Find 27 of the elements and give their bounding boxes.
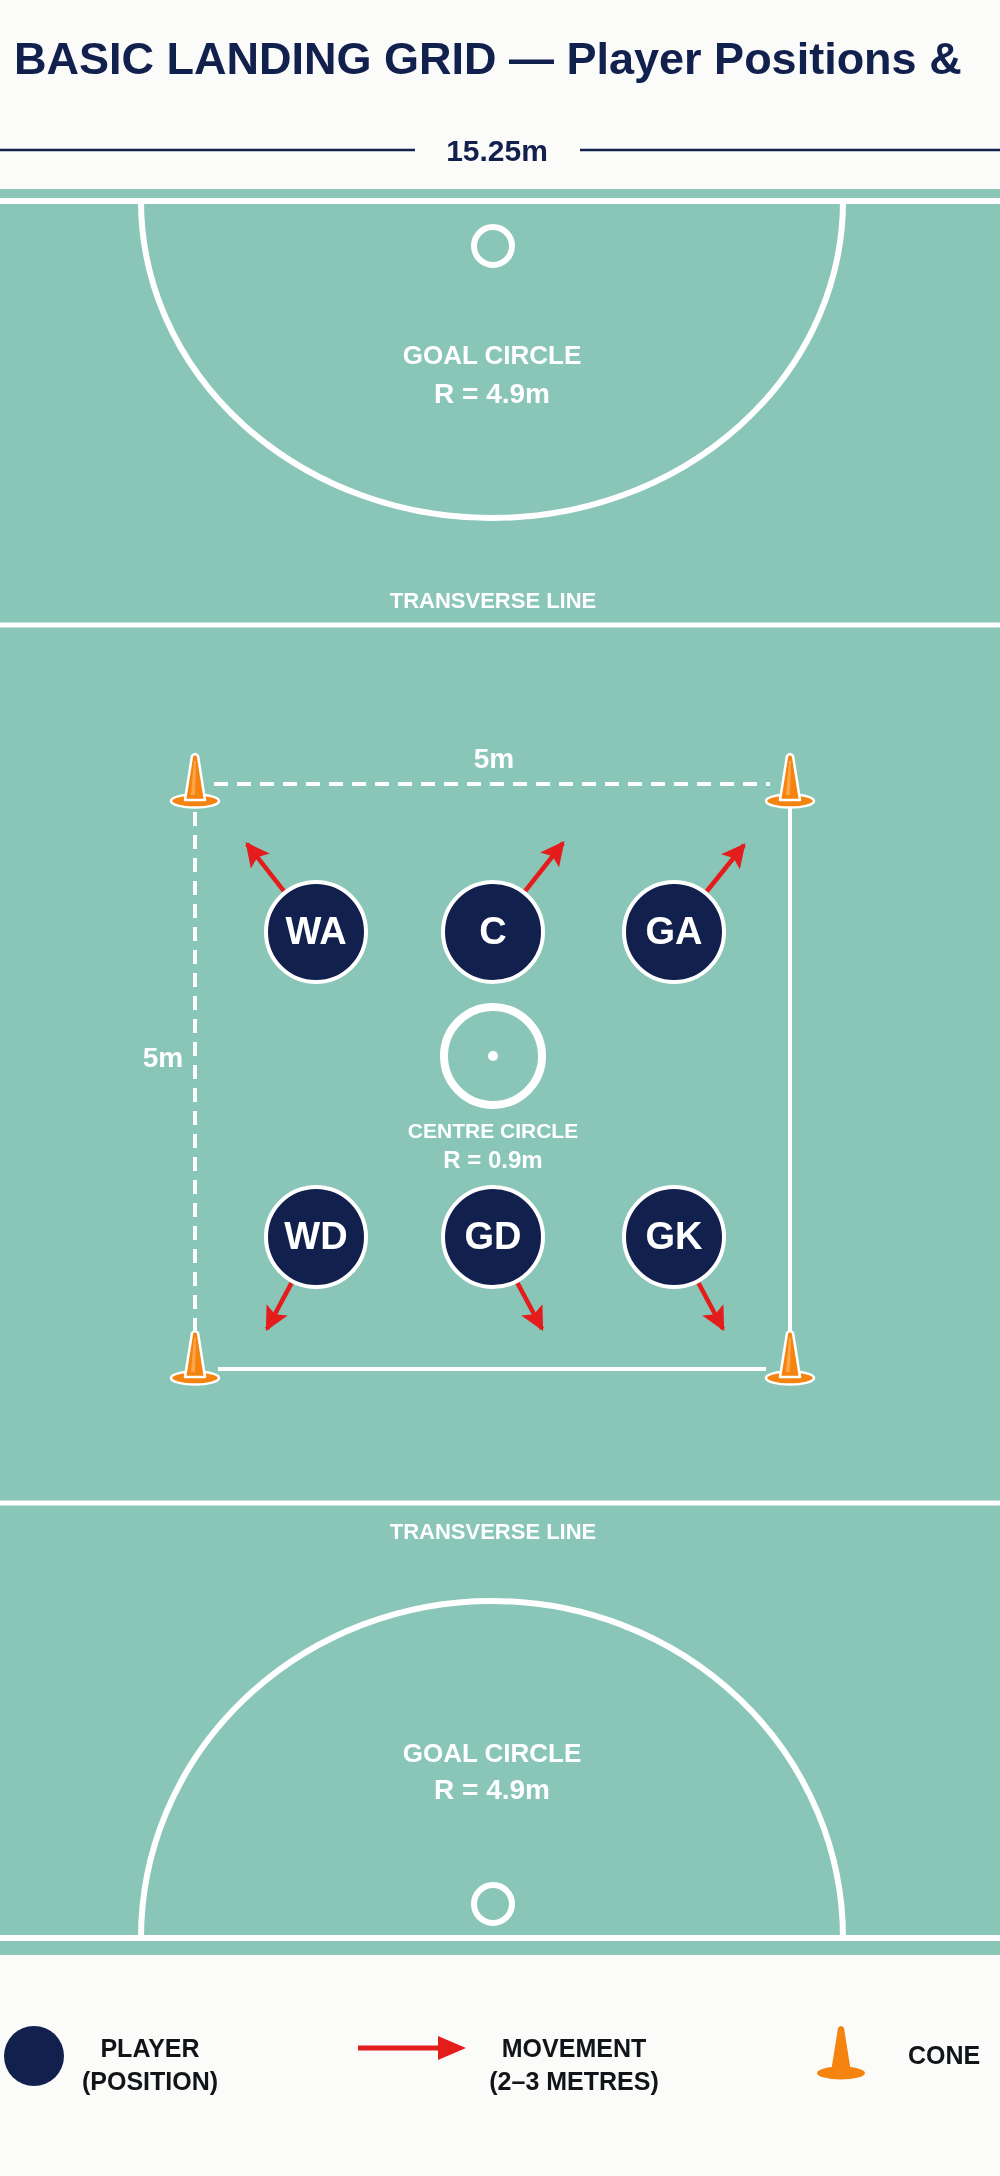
legend-label: MOVEMENT (2–3 METRES)	[488, 2032, 660, 2097]
movement-arrow	[704, 843, 746, 893]
position-label: GD	[464, 1216, 522, 1258]
line-label: TRANSVERSE LINE	[389, 1519, 597, 1545]
position-label: GA	[645, 911, 703, 953]
position-label: GK	[645, 1216, 703, 1258]
movement-arrow	[245, 842, 286, 893]
movement-arrow	[515, 1281, 544, 1332]
title: BASIC LANDING GRID — Player Positions &	[14, 34, 962, 84]
dimension-label: 5m	[142, 1042, 184, 1074]
legend-label: PLAYER (POSITION)	[80, 2032, 220, 2097]
zone-label: GOAL CIRCLE	[402, 1738, 582, 1768]
dimension-label: 15.25m	[446, 133, 548, 167]
position-label: WD	[284, 1216, 348, 1258]
radius-label: R = 4.9m	[434, 378, 550, 410]
zone-label: CENTRE CIRCLE	[407, 1119, 579, 1143]
dimension-label: 5m	[473, 743, 515, 775]
radius-label: R = 0.9m	[443, 1146, 543, 1174]
movement-arrow	[523, 841, 565, 893]
position-label: WA	[285, 911, 347, 953]
movement-arrow	[696, 1281, 725, 1332]
legend-label: CONE	[907, 2042, 981, 2070]
zone-label: GOAL CIRCLE	[402, 340, 582, 370]
movement-arrow	[265, 1281, 294, 1332]
line-label: TRANSVERSE LINE	[389, 588, 597, 614]
position-label: C	[479, 911, 507, 953]
radius-label: R = 4.9m	[434, 1774, 550, 1806]
